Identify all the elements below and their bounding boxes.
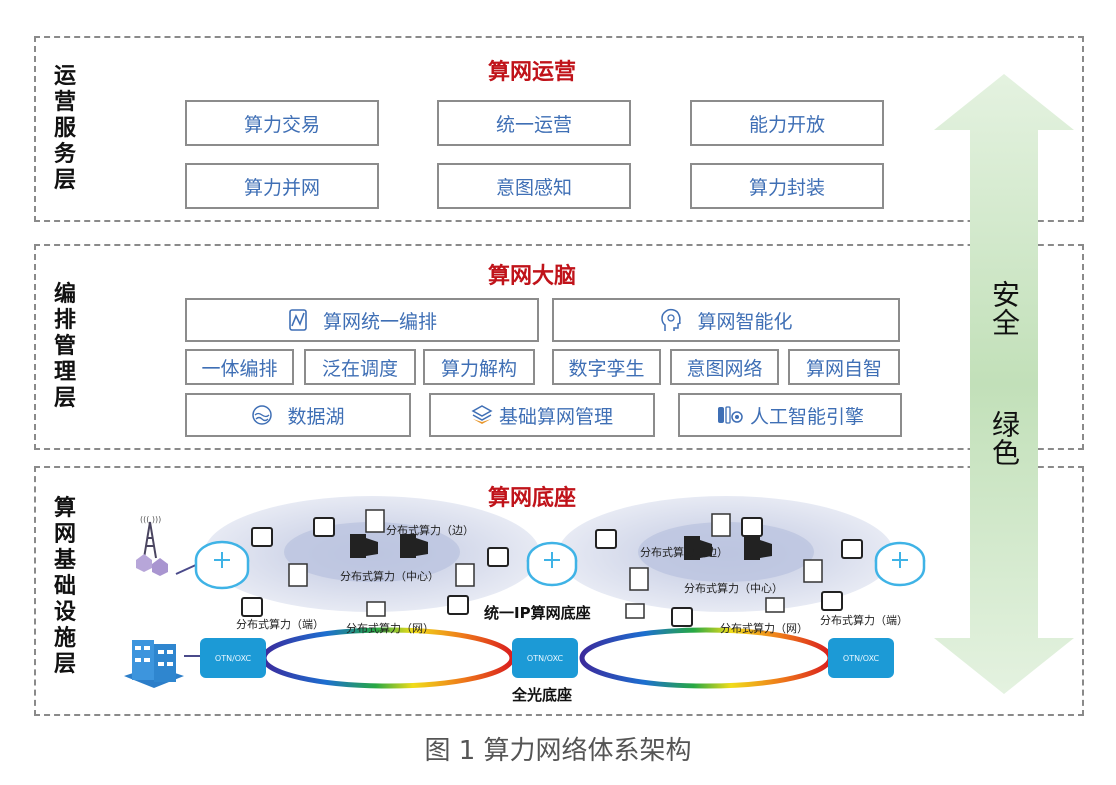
otn-oxc-node: OTN/OXC (828, 638, 894, 678)
function-box: 统一运营 (437, 100, 631, 146)
net-compute-label: 分布式算力（网） (346, 622, 434, 635)
layer-title: 算网底座 (488, 486, 577, 511)
net-compute-label: 分布式算力（网） (720, 622, 808, 635)
box-label: 基础算网管理 (498, 405, 613, 428)
server-icon (765, 597, 785, 613)
edge-compute-label: 分布式算力（边） (386, 524, 474, 537)
edge-compute-label: 分布式算力（边） (640, 546, 728, 559)
box-label: 算网智能化 (697, 310, 793, 333)
terminal-icon (841, 539, 863, 559)
layer-side-label: 编排管理层 (53, 282, 76, 411)
server-icon (625, 603, 645, 619)
terminal-icon (821, 591, 843, 611)
right-center-cloud (638, 522, 814, 582)
infrastructure-layer: 算网基础设施层 算网底座 (34, 466, 1084, 716)
box-label: 数据湖 (287, 405, 345, 428)
server-icon (455, 563, 475, 587)
otn-oxc-node: OTN/OXC (512, 638, 578, 678)
cell-tower-icon: ((( ))) (136, 515, 168, 576)
ai-head-icon (659, 307, 683, 333)
center-compute-label: 分布式算力（中心） (684, 582, 783, 595)
operations-service-layer: 运营服务层 算网运营 算力交易 统一运营 能力开放 算力并网 意图感知 算力封装 (34, 36, 1084, 222)
router-icon (874, 541, 926, 587)
datacenter-icon (684, 536, 700, 560)
terminal-icon (447, 595, 469, 615)
security-green-arrow (934, 74, 1074, 694)
box-label: 算网统一编排 (322, 310, 437, 333)
figure-caption: 图 1 算力网络体系架构 (424, 736, 692, 766)
layer-side-label: 算网基础设施层 (53, 496, 76, 677)
security-label: 安全 (985, 280, 1021, 336)
router-icon (526, 541, 578, 587)
network-illustration: ((( ))) (124, 496, 926, 689)
layers-icon (471, 404, 493, 426)
layer-title: 算网大脑 (488, 264, 577, 289)
server-icon (365, 509, 385, 533)
function-box: 能力开放 (690, 100, 884, 146)
terminal-icon (671, 607, 693, 627)
server-icon (711, 513, 731, 537)
optical-base-label: 全光底座 (512, 686, 573, 704)
end-compute-label: 分布式算力（端） (820, 614, 908, 627)
ai-engine-box: 人工智能引擎 (678, 393, 902, 437)
optical-ring-left (261, 627, 515, 689)
capability-box: 算力解构 (423, 349, 535, 385)
capability-box: 数字孪生 (552, 349, 661, 385)
center-compute-label: 分布式算力（中心） (340, 570, 439, 583)
enterprise-building-icon (124, 640, 184, 688)
intelligence-box: 算网智能化 (552, 298, 900, 342)
orchestration-management-layer: 编排管理层 算网大脑 算网统一编排 算网智能化 一体编排 泛在调度 算力解构 数… (34, 244, 1084, 450)
capability-box: 意图网络 (670, 349, 779, 385)
data-lake-icon (251, 404, 273, 426)
green-text: 绿色 (988, 410, 1021, 466)
terminal-icon (251, 527, 273, 547)
terminal-icon (487, 547, 509, 567)
svg-text:((( ))): ((( ))) (140, 515, 161, 524)
ai-engine-icon (716, 404, 744, 426)
layer-title: 算网运营 (488, 60, 577, 85)
network-management-box: 基础算网管理 (429, 393, 655, 437)
server-icon (629, 567, 649, 591)
end-compute-label: 分布式算力（端） (236, 618, 324, 631)
terminal-icon (741, 517, 763, 537)
datacenter-icon (400, 534, 416, 558)
optical-ring-right (579, 627, 833, 689)
function-box: 意图感知 (437, 163, 631, 209)
server-icon (366, 601, 386, 617)
terminal-icon (241, 597, 263, 617)
green-label: 绿色 (985, 410, 1021, 466)
terminal-icon (313, 517, 335, 537)
ip-base-label: 统一IP算网底座 (484, 604, 591, 622)
security-text: 安全 (988, 280, 1021, 336)
capability-box: 一体编排 (185, 349, 294, 385)
box-label: 人工智能引擎 (749, 405, 864, 428)
function-box: 算力封装 (690, 163, 884, 209)
otn-oxc-node: OTN/OXC (200, 638, 266, 678)
datacenter-icon (744, 536, 760, 560)
function-box: 算力并网 (185, 163, 379, 209)
data-lake-box: 数据湖 (185, 393, 411, 437)
server-icon (288, 563, 308, 587)
orchestration-box: 算网统一编排 (185, 298, 539, 342)
server-icon (803, 559, 823, 583)
terminal-icon (595, 529, 617, 549)
capability-box: 泛在调度 (304, 349, 416, 385)
router-icon (194, 540, 250, 590)
capability-box: 算网自智 (788, 349, 900, 385)
layer-side-label: 运营服务层 (53, 64, 76, 193)
function-box: 算力交易 (185, 100, 379, 146)
datacenter-icon (350, 534, 366, 558)
orchestration-chart-icon (287, 308, 309, 332)
